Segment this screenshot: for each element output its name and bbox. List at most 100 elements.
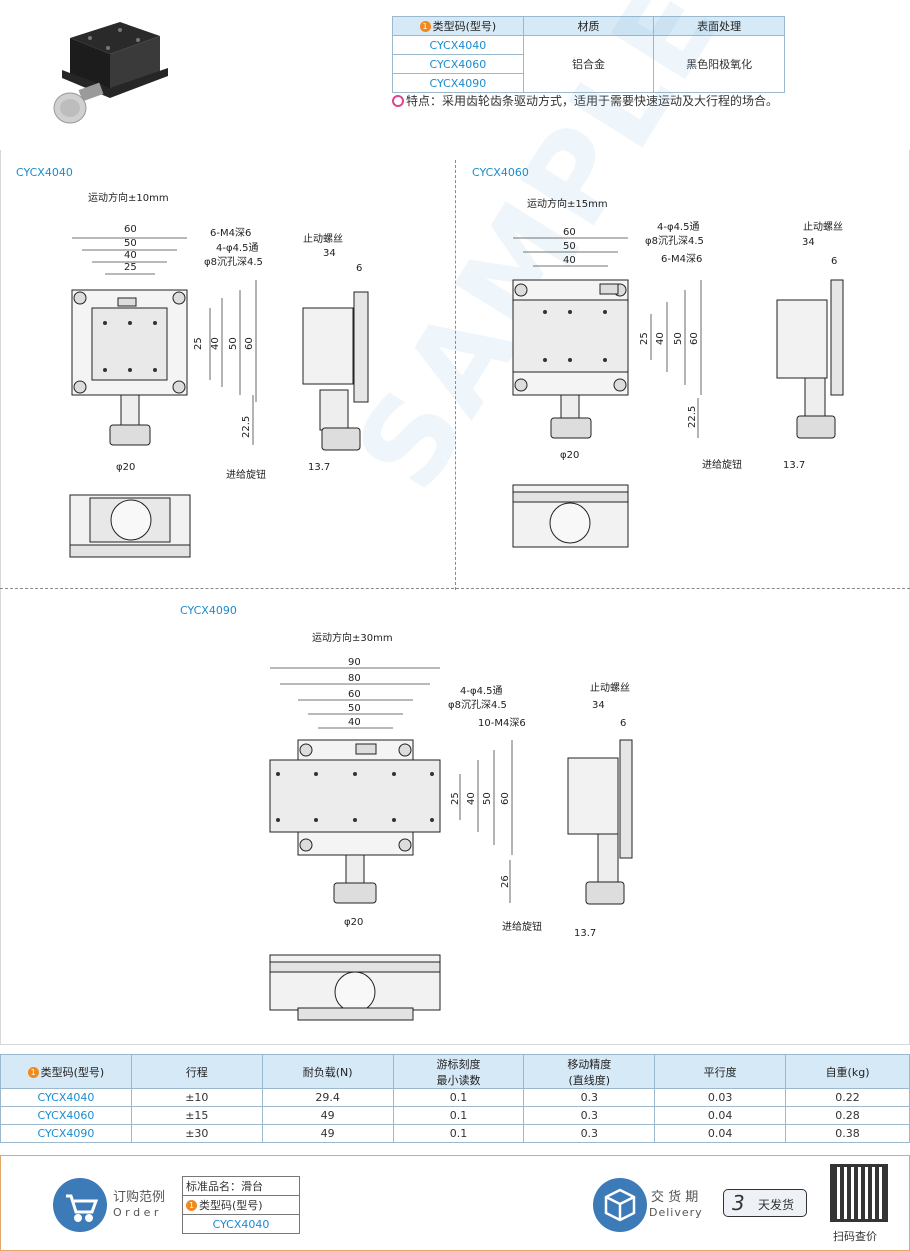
dim-phi20: φ20	[560, 450, 579, 461]
dim-label: 25	[193, 337, 204, 350]
dim-label: 60	[124, 224, 137, 235]
note-m4: 6-M4深6	[661, 253, 702, 265]
dim-label: 60	[689, 332, 700, 345]
note-holes: 4-φ4.5通	[657, 221, 699, 233]
value-cell: 0.1	[392, 1088, 525, 1107]
dim-label: 40	[655, 332, 666, 345]
dim-26: 26	[500, 875, 511, 888]
spec-header-text: (直线度)	[568, 1073, 611, 1087]
spec-header-text: 最小读数	[436, 1073, 481, 1087]
drawing-title-4060: CYCX4060	[472, 166, 529, 179]
product-photo	[40, 8, 180, 133]
qr-code[interactable]	[830, 1164, 888, 1222]
stop-screw-label: 止动螺丝	[803, 221, 843, 233]
delivery-subtitle: Delivery	[649, 1206, 703, 1219]
divider-horizontal	[0, 588, 910, 589]
dim-label: 50	[348, 703, 361, 714]
drawing-cycx4090: 运动方向±30mm 90 80 60 50 40 4-φ4.5通 φ8沉孔深4.…	[269, 631, 633, 1021]
value-cell: 0.04	[654, 1106, 787, 1125]
delivery-days: 3	[732, 1191, 745, 1215]
value-cell: 0.04	[654, 1124, 787, 1143]
model-cell: CYCX4040	[0, 1088, 132, 1107]
dim-6: 6	[831, 256, 837, 267]
dim-label: 25	[124, 262, 137, 273]
spec-header-6: 自重(kg)	[785, 1054, 910, 1089]
spec-header-text: 游标刻度	[436, 1057, 481, 1071]
feature-note: 特点：采用齿轮齿条驱动方式，适用于需要快速运动及大行程的场合。	[392, 92, 778, 109]
spec-header-text: 行程	[185, 1065, 208, 1079]
value-cell: 0.03	[654, 1088, 787, 1107]
dim-label: 60	[348, 689, 361, 700]
note-cb: φ8沉孔深4.5	[204, 255, 263, 268]
dim-label: 60	[563, 227, 576, 238]
delivery-unit: 天发货	[758, 1198, 795, 1212]
spec-header-5: 平行度	[654, 1054, 787, 1089]
value-cell: 49	[261, 1124, 394, 1143]
spec-header-3: 游标刻度最小读数	[392, 1054, 525, 1089]
stop-screw-label: 止动螺丝	[303, 233, 343, 245]
dim-label: 50	[228, 337, 239, 350]
delivery-badge: 3 天发货	[723, 1189, 807, 1217]
note-m4: 10-M4深6	[478, 717, 526, 729]
value-cell: 0.3	[523, 1124, 656, 1143]
knob-label: 进给旋钮	[226, 468, 266, 481]
spec-header-text: 移动精度	[567, 1057, 612, 1071]
drawing-cycx4060: 运动方向±15mm 60 50 40 4-φ4.5通 φ8沉孔深4.5 6-M4…	[512, 197, 844, 548]
qr-label: 扫码查价	[833, 1230, 877, 1243]
motion-label: 运动方向±30mm	[312, 631, 393, 644]
model-cell: CYCX4060	[0, 1106, 132, 1125]
dim-label: 50	[673, 332, 684, 345]
dim-34: 34	[323, 248, 336, 259]
drawing-title-4090: CYCX4090	[180, 604, 237, 617]
delivery-icon	[593, 1178, 647, 1232]
feature-icon	[392, 95, 404, 107]
dim-label: 50	[124, 238, 137, 249]
dim-6: 6	[356, 263, 362, 274]
spec-header-4: 移动精度 (直线度)	[523, 1054, 656, 1089]
dim-label: 40	[563, 255, 576, 266]
spec-header-text: 平行度	[703, 1065, 737, 1079]
dim-label: 40	[348, 717, 361, 728]
dim-label: 90	[348, 657, 361, 668]
dim-label: 60	[500, 792, 511, 805]
value-cell: ±15	[130, 1106, 263, 1125]
motion-label: 运动方向±15mm	[527, 197, 608, 210]
value-cell: 49	[261, 1106, 394, 1125]
order-row: CYCX4040	[182, 1214, 300, 1234]
dim-34: 34	[592, 700, 605, 711]
value-cell: 0.28	[785, 1106, 910, 1125]
value-cell: 0.1	[392, 1106, 525, 1125]
value-cell: 0.3	[523, 1088, 656, 1107]
value-cell: 29.4	[261, 1088, 394, 1107]
dim-137: 13.7	[783, 460, 805, 471]
spec-header-text: 自重(kg)	[825, 1065, 870, 1079]
value-cell: ±30	[130, 1124, 263, 1143]
badge-icon: 1	[27, 1066, 39, 1078]
knob-label: 进给旋钮	[502, 920, 542, 933]
drawing-title-4040: CYCX4040	[16, 166, 73, 179]
model-cell: CYCX4090	[392, 73, 524, 93]
note-m4: 6-M4深6	[210, 227, 251, 239]
header-surface: 表面处理	[653, 16, 785, 36]
value-cell: 0.1	[392, 1124, 525, 1143]
surface-cell: 黑色阳极氧化	[653, 35, 785, 93]
dim-137: 13.7	[308, 462, 330, 473]
dim-34: 34	[802, 237, 815, 248]
divider-vertical	[455, 160, 456, 590]
cart-icon	[53, 1178, 107, 1232]
value-cell: ±10	[130, 1088, 263, 1107]
header-material: 材质	[522, 16, 655, 36]
value-cell: 0.22	[785, 1088, 910, 1107]
dim-label: 25	[639, 332, 650, 345]
motion-label: 运动方向±10mm	[88, 191, 169, 204]
dim-label: 80	[348, 673, 361, 684]
delivery-title: 交 货 期	[651, 1190, 699, 1205]
dim-22: 22.5	[241, 416, 252, 438]
